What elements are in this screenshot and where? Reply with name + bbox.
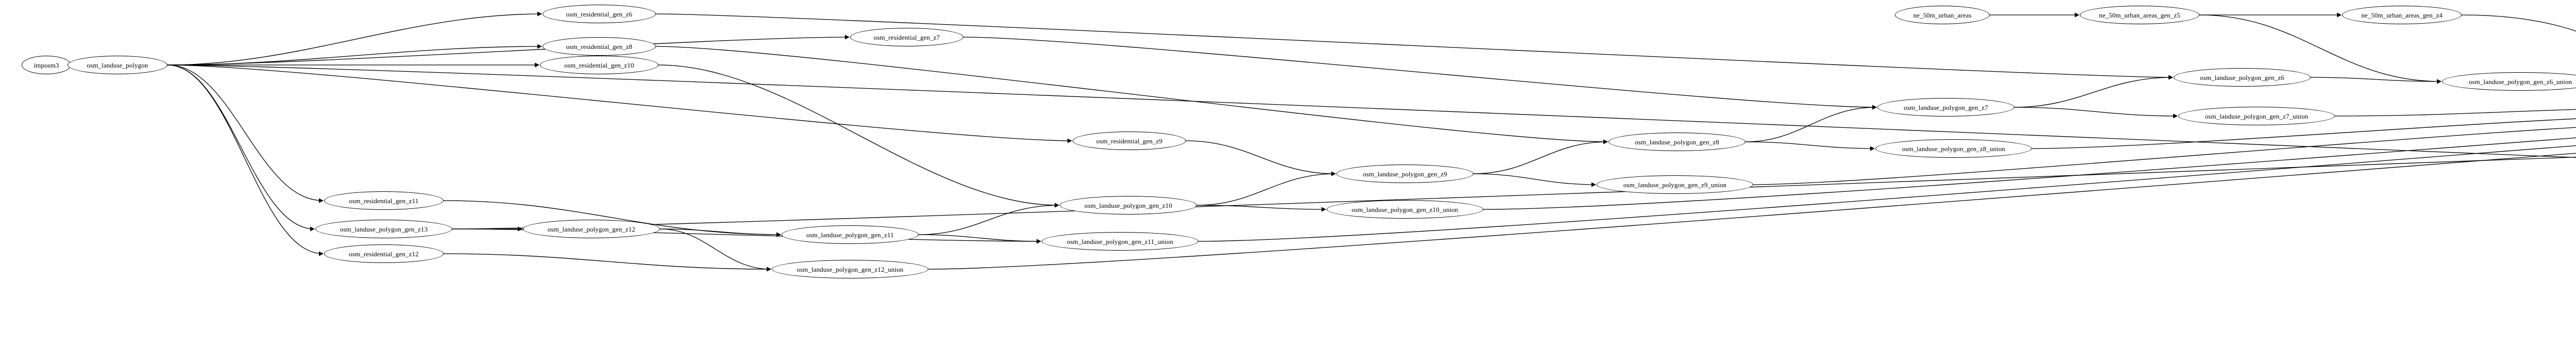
graph-node-osm-landuse-polygon-gen-z10[interactable]: osm_landuse_polygon_gen_z10 [1060,196,1197,215]
graph-edge [167,11,542,65]
graph-node-osm-landuse-polygon-gen-z11-union[interactable]: osm_landuse_polygon_gen_z11_union [1042,232,1198,251]
graph-node-label: ne_50m_urban_areas [1913,11,1972,19]
graph-edge [1483,137,2576,210]
graph-node-label: osm_landuse_polygon_gen_z8 [1635,138,1719,146]
graph-node-osm-landuse-polygon-gen-z9[interactable]: osm_landuse_polygon_gen_z9 [1336,164,1473,183]
graph-edge [167,64,1072,143]
graph-node-ne-50m-urban-areas[interactable]: ne_50m_urban_areas [1895,6,1990,24]
graph-edge [658,64,1059,208]
graph-node-osm-landuse-polygon-gen-z13[interactable]: osm_landuse_polygon_gen_z13 [315,220,452,238]
graph-node-label: ne_50m_urban_areas_gen_z5 [2099,11,2180,19]
graph-node-label: osm_residential_gen_z11 [349,196,419,205]
graph-node-label: osm_landuse_polygon_gen_z12 [547,225,636,233]
graph-node-osm-landuse-polygon-gen-z6[interactable]: osm_landuse_polygon_gen_z6 [2174,68,2311,87]
graph-node-label: osm_landuse_polygon_gen_z6_union [2468,77,2572,86]
graph-node-osm-landuse-polygon-gen-z8[interactable]: osm_landuse_polygon_gen_z8 [1608,133,1745,151]
graph-edge [2031,118,2576,149]
graph-edge [2334,109,2576,117]
graph-edge [1753,127,2576,185]
graph-edge [659,228,771,272]
graph-edge [1473,173,1596,187]
graph-edge [167,35,850,65]
graph-edge [1196,171,1336,206]
graph-edge [167,64,324,203]
graph-node-osm-residential-gen-z6[interactable]: osm_residential_gen_z6 [543,5,656,23]
graph-node-osm-landuse-polygon-gen-z8-union[interactable]: osm_landuse_polygon_gen_z8_union [1875,139,2032,158]
graph-node-osm-landuse-polygon-gen-z12-union[interactable]: osm_landuse_polygon_gen_z12_union [772,260,928,278]
graph-node-label: osm_landuse_polygon_gen_z9_union [1623,180,1727,189]
graph-node-osm-landuse-polygon-gen-z6-union[interactable]: osm_landuse_polygon_gen_z6_union [2442,72,2576,91]
graph-node-osm-residential-gen-z9[interactable]: osm_residential_gen_z9 [1073,131,1186,150]
graph-edge [2014,75,2173,108]
graph-node-osm-landuse-polygon-gen-z10-union[interactable]: osm_landuse_polygon_gen_z10_union [1327,200,1483,219]
graph-node-label: osm_residential_gen_z7 [873,33,940,41]
graph-edge [1198,145,2576,242]
graph-edge [167,64,324,256]
graph-edge [655,46,1608,144]
graph-edge [167,64,315,232]
graph-node-label: osm_landuse_polygon_gen_z6 [2200,73,2284,81]
graph-edge [2461,14,2576,32]
graph-node-osm-residential-gen-z10[interactable]: osm_residential_gen_z10 [540,56,658,74]
graph-node-label: osm_landuse_polygon_gen_z12_union [796,265,904,273]
graph-node-label: osm_landuse_polygon_gen_z9 [1363,170,1447,178]
graph-node-osm-landuse-polygon-gen-z12[interactable]: osm_landuse_polygon_gen_z12 [523,220,660,238]
graph-edge [1185,140,1336,176]
graph-node-osm-landuse-polygon-gen-z7[interactable]: osm_landuse_polygon_gen_z7 [1877,98,2014,117]
graph-edge [443,253,771,272]
graph-edge [659,228,781,237]
graph-edge [2014,107,2178,119]
graph-node-ne-50m-urban-areas-gen-z5[interactable]: ne_50m_urban_areas_gen_z5 [2080,6,2199,24]
graph-node-osm-landuse-polygon-gen-z9-union[interactable]: osm_landuse_polygon_gen_z9_union [1597,175,1753,194]
graph-node-imposm3[interactable]: imposm3 [22,56,71,74]
graph-node-osm-residential-gen-z11[interactable]: osm_residential_gen_z11 [324,191,444,210]
graph-edge [443,200,781,237]
graph-node-label: ne_50m_urban_areas_gen_z4 [2361,11,2443,19]
graph-node-osm-residential-gen-z7[interactable]: osm_residential_gen_z7 [850,28,963,46]
graph-node-label: osm_landuse_polygon_gen_z11 [806,231,894,239]
graph-node-osm-landuse-polygon[interactable]: osm_landuse_polygon [67,56,167,74]
graph-node-label: imposm3 [33,61,59,69]
graph-node-label: osm_residential_gen_z6 [566,10,633,18]
graph-edge [918,234,1041,244]
graph-node-ne-50m-urban-areas-gen-z4[interactable]: ne_50m_urban_areas_gen_z4 [2342,6,2462,24]
graph-node-label: osm_landuse_polygon_gen_z10 [1084,201,1173,209]
graph-node-label: osm_landuse_polygon_gen_z7_union [2205,112,2309,120]
graph-edge [1745,105,1877,142]
graph-node-label: osm_residential_gen_z12 [349,250,419,258]
graph-node-label: osm_landuse_polygon_gen_z7 [1904,103,1988,111]
graph-edge [1473,139,1608,174]
graph-edge [452,157,2576,229]
graph-node-label: osm_landuse_polygon_gen_z13 [340,225,428,233]
graph-node-osm-residential-gen-z8[interactable]: osm_residential_gen_z8 [543,37,656,56]
graph-edge [452,228,1041,244]
graph-edge [167,64,2576,158]
graph-node-label: osm_residential_gen_z9 [1096,137,1163,145]
graph-edge [1745,141,1875,151]
graph-node-osm-residential-gen-z12[interactable]: osm_residential_gen_z12 [324,244,444,263]
graph-node-label: osm_residential_gen_z8 [566,42,633,51]
graph-node-label: osm_residential_gen_z10 [564,61,634,69]
graph-edge [1196,205,1326,212]
graph-edge [2310,77,2442,84]
graph-edge [918,203,1059,235]
graph-node-label: osm_landuse_polygon_gen_z8_union [1902,144,2006,153]
graph-edge [2199,14,2442,84]
graph-node-label: osm_landuse_polygon [87,61,148,69]
graph-node-label: osm_landuse_polygon_gen_z10_union [1351,205,1459,213]
graph-edge [963,37,1877,110]
graph-edge [655,13,2173,80]
graph-node-osm-landuse-polygon-gen-z11[interactable]: osm_landuse_polygon_gen_z11 [782,225,919,244]
graph-node-label: osm_landuse_polygon_gen_z11_union [1066,237,1174,245]
graph-node-osm-landuse-polygon-gen-z7-union[interactable]: osm_landuse_polygon_gen_z7_union [2178,107,2335,125]
graph-edge [928,153,2576,270]
